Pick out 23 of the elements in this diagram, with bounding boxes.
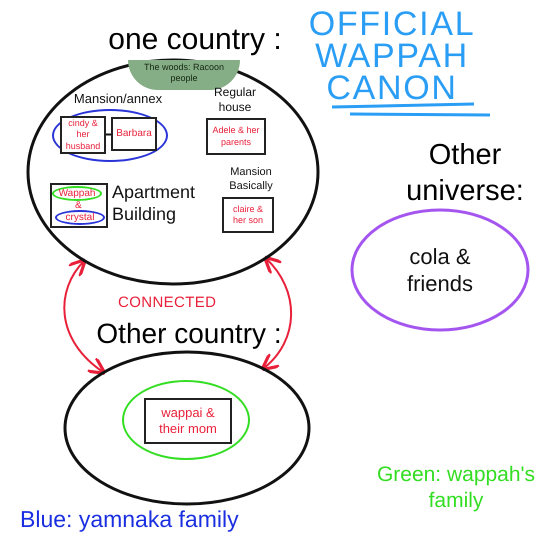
- name-oval: crystal: [55, 210, 105, 225]
- heading: one country :: [107, 22, 283, 58]
- group-name: cola & friends: [406, 242, 474, 298]
- legend-text: Blue: yamnaka family: [20, 505, 239, 534]
- name-box: wappai & their mom: [144, 398, 232, 444]
- connection-label: CONNECTED: [118, 293, 216, 313]
- name-box: Barbara: [111, 117, 157, 151]
- name-oval: Wappah: [52, 186, 102, 201]
- name-box: Adele & her parents: [206, 118, 266, 155]
- title: OFFICIAL WAPPAH CANON: [308, 8, 476, 104]
- name-box: cindy & her husband: [60, 116, 106, 154]
- family-oval: [122, 380, 250, 460]
- heading: Other country :: [95, 316, 283, 350]
- heading: Other universe:: [405, 138, 525, 208]
- connector-line: [106, 133, 112, 136]
- name-box: claire & her son: [222, 197, 274, 233]
- arrow: [63, 258, 107, 376]
- legend-text: Green: wappah's family: [376, 462, 536, 514]
- heading: Mansion Basically: [228, 166, 274, 194]
- ampersand: &: [75, 201, 82, 211]
- heading: Mansion/annex: [72, 90, 164, 108]
- arrow: [260, 255, 292, 372]
- building-label: Apartment Building: [112, 180, 194, 226]
